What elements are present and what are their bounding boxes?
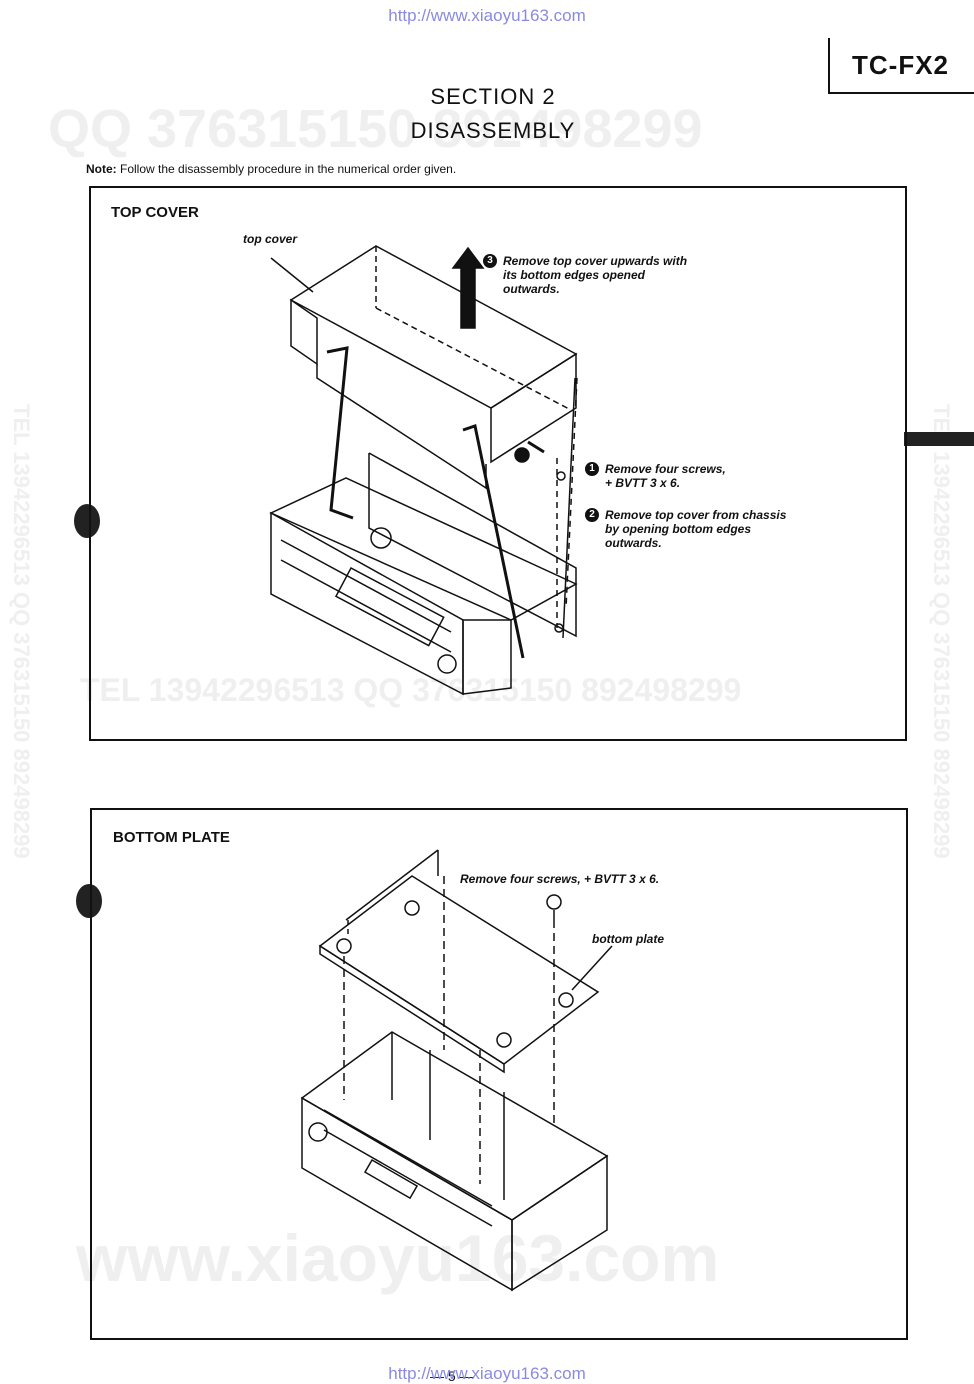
- binder-hole: [76, 884, 102, 918]
- procedure-note: Note: Follow the disassembly procedure i…: [86, 162, 456, 176]
- top-cover-side-face: [490, 352, 577, 464]
- page-number: — 5 —: [430, 1368, 474, 1384]
- step-3-text: Remove top cover upwards with its bottom…: [503, 254, 688, 296]
- step-2-text: Remove top cover from chassis by opening…: [605, 508, 787, 550]
- binder-hole: [74, 504, 100, 538]
- step-2: 2 Remove top cover from chassis by openi…: [585, 508, 799, 550]
- model-box: [828, 38, 974, 94]
- bottom-plate-title: BOTTOM PLATE: [113, 829, 230, 846]
- watermark-site: www.xiaoyu163.com: [76, 1221, 720, 1295]
- note-text: Follow the disassembly procedure in the …: [120, 162, 457, 176]
- top-cover-part-label: top cover: [243, 232, 298, 246]
- section-label: SECTION 2: [430, 84, 556, 109]
- top-cover-title: TOP COVER: [111, 204, 199, 221]
- step-3-number: 3: [483, 254, 497, 268]
- edge-tab-marker: [904, 432, 974, 446]
- chassis-base: [300, 1031, 609, 1221]
- watermark-qq: QQ 376315150 892498299: [48, 99, 703, 159]
- top-cover-panel: TOP COVER: [89, 186, 907, 741]
- bottom-plate-panel: BOTTOM PLATE: [90, 808, 908, 1340]
- step-1-text: Remove four screws, + BVTT 3 x 6.: [605, 462, 726, 490]
- note-prefix: Note:: [86, 162, 117, 176]
- top-cover-diagram: [269, 245, 578, 696]
- bottom-plate-screws-label: Remove four screws, + BVTT 3 x 6.: [460, 872, 660, 886]
- page-title: DISASSEMBLY: [410, 118, 576, 143]
- watermark-side-right: TEL 13942296513 QQ 376315150 892498299: [929, 404, 954, 859]
- step-3: 3 Remove top cover upwards with its bott…: [483, 254, 693, 296]
- step-2-number: 2: [585, 508, 599, 522]
- source-url-bottom[interactable]: http://www.xiaoyu163.com: [388, 1364, 586, 1383]
- bottom-plate-diagram: [300, 849, 613, 1292]
- step-1-number: 1: [585, 462, 599, 476]
- step-1: 1 Remove four screws, + BVTT 3 x 6.: [585, 462, 735, 490]
- model-number: TC-FX2: [852, 50, 949, 80]
- watermark-tel: TEL 13942296513 QQ 376315150 892498299: [80, 672, 742, 708]
- source-url-top[interactable]: http://www.xiaoyu163.com: [388, 6, 586, 25]
- bottom-plate-part-label: bottom plate: [592, 932, 664, 946]
- watermark-side-left: TEL 13942296513 QQ 376315150 892498299: [9, 404, 34, 859]
